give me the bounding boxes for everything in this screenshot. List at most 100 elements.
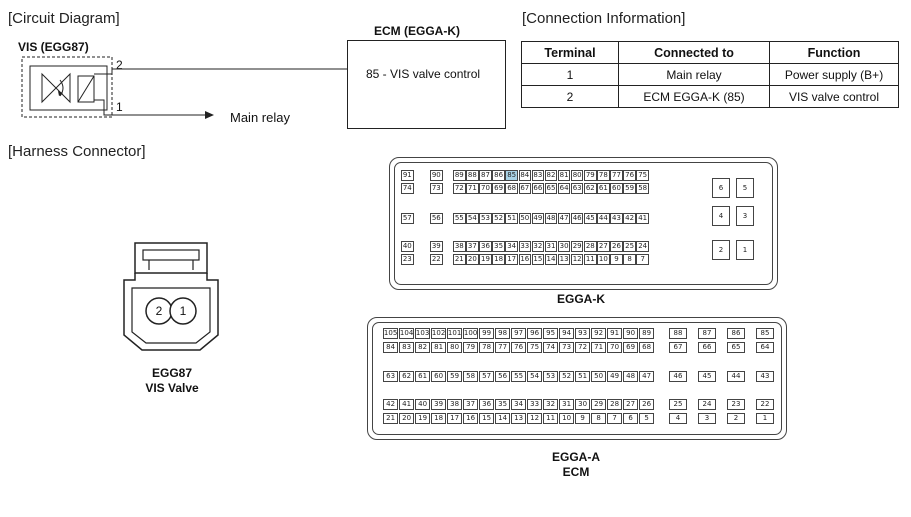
connector-pin: 58: [463, 371, 479, 382]
connector-pin: 70: [607, 342, 623, 353]
connector-pin: 85: [505, 170, 518, 181]
connector-pin: 82: [544, 170, 558, 181]
connector-pin: 27: [623, 399, 639, 410]
connector-pin: 94: [559, 328, 575, 339]
connector-pin: 50: [518, 213, 532, 224]
connector-pin: 75: [527, 342, 543, 353]
connector-pin: 83: [399, 342, 415, 353]
vis-connector-desc: VIS Valve: [145, 381, 199, 395]
connector-pin: 50: [591, 371, 607, 382]
eggak-outline-inner: [394, 162, 773, 285]
ecm-box: [347, 40, 506, 129]
eggak-label: EGGA-K: [557, 292, 605, 306]
eggaa-outline-outer: [367, 317, 787, 440]
connector-pin: 64: [756, 342, 774, 353]
connector-pin: 80: [570, 170, 584, 181]
connector-pin: 44: [727, 371, 745, 382]
connector-pin: 98: [495, 328, 511, 339]
connector-pin: 103: [415, 328, 431, 339]
connector-pin: 90: [430, 170, 443, 181]
connector-pin: 22: [756, 399, 774, 410]
vis-connector-name: EGG87: [151, 366, 193, 380]
connector-pin: 33: [518, 241, 532, 252]
connector-pin: 79: [463, 342, 479, 353]
connector-pin: 11: [584, 254, 597, 265]
connector-pin: 38: [447, 399, 463, 410]
connector-pin: 49: [531, 213, 545, 224]
main-relay-label: Main relay: [230, 110, 290, 125]
connector-pin: 59: [447, 371, 463, 382]
connector-pin: 53: [479, 213, 492, 224]
connector-pin: 15: [479, 413, 495, 424]
connector-pin: 68: [639, 342, 655, 353]
connector-pin: 96: [527, 328, 543, 339]
connector-pin: 79: [584, 170, 597, 181]
connector-pin: 100: [463, 328, 479, 339]
connector-pin: 104: [399, 328, 415, 339]
connector-pin: 17: [505, 254, 518, 265]
connector-pin: 40: [401, 241, 414, 252]
connector-pin: 82: [415, 342, 431, 353]
connector-pin: 71: [466, 183, 479, 194]
connector-pin: 8: [623, 254, 636, 265]
connector-pin: 10: [559, 413, 575, 424]
connector-pin: 54: [466, 213, 479, 224]
connector-pin: 42: [623, 213, 636, 224]
connector-pin: 29: [591, 399, 607, 410]
ecm-pin-label: 85 - VIS valve control: [366, 67, 481, 81]
connector-pin: 62: [584, 183, 597, 194]
column-header-function: Function: [769, 41, 899, 64]
harness-connector-header: [Harness Connector]: [8, 143, 146, 160]
connector-pin: 48: [623, 371, 639, 382]
connector-pin: 15: [531, 254, 545, 265]
connector-pin: 43: [610, 213, 623, 224]
connector-pin: 65: [727, 342, 745, 353]
table-cell: ECM EGGA-K (85): [618, 85, 770, 108]
connector-pin: 49: [607, 371, 623, 382]
circuit-diagram-header: [Circuit Diagram]: [8, 10, 120, 27]
connector-pin: 102: [431, 328, 447, 339]
connector-pin: 72: [453, 183, 466, 194]
wire-pin2-number: 2: [116, 58, 123, 72]
connector-pin: 18: [431, 413, 447, 424]
connector-pin: 87: [479, 170, 492, 181]
connector-pin: 75: [636, 170, 649, 181]
connector-pin: 20: [466, 254, 479, 265]
connector-pin: 81: [557, 170, 571, 181]
connector-pin: 61: [415, 371, 431, 382]
connector-pin: 39: [431, 399, 447, 410]
connector-pin: 42: [383, 399, 399, 410]
connector-pin: 41: [636, 213, 649, 224]
connector-pin: 52: [559, 371, 575, 382]
connector-pin: 84: [383, 342, 399, 353]
connector-pin: 3: [736, 206, 754, 226]
connector-pin: 23: [401, 254, 414, 265]
connector-pin: 64: [557, 183, 571, 194]
connector-pin: 81: [431, 342, 447, 353]
connector-pin: 87: [698, 328, 716, 339]
connector-pin: 63: [570, 183, 584, 194]
connector-pin: 76: [511, 342, 527, 353]
connector-pin: 24: [636, 241, 649, 252]
connector-pin: 84: [518, 170, 532, 181]
connector-pin: 14: [495, 413, 511, 424]
connector-pin: 12: [527, 413, 543, 424]
connector-pin: 78: [479, 342, 495, 353]
connector-pin: 93: [575, 328, 591, 339]
connector-pin: 51: [575, 371, 591, 382]
connector-pin: 43: [756, 371, 774, 382]
connector-pin: 77: [495, 342, 511, 353]
eggaa-label: EGGA-A: [552, 450, 600, 464]
connector-pin: 80: [447, 342, 463, 353]
vis-connector-shape: [123, 242, 219, 351]
connector-pin: 95: [543, 328, 559, 339]
connector-pin: 45: [698, 371, 716, 382]
connector-pin: 10: [597, 254, 610, 265]
connector-pin: 69: [623, 342, 639, 353]
connector-pin: 66: [531, 183, 545, 194]
connector-pin: 21: [383, 413, 399, 424]
connector-pin: 20: [399, 413, 415, 424]
connector-pin: 6: [712, 178, 730, 198]
connector-pin: 33: [527, 399, 543, 410]
connector-pin: 51: [505, 213, 518, 224]
